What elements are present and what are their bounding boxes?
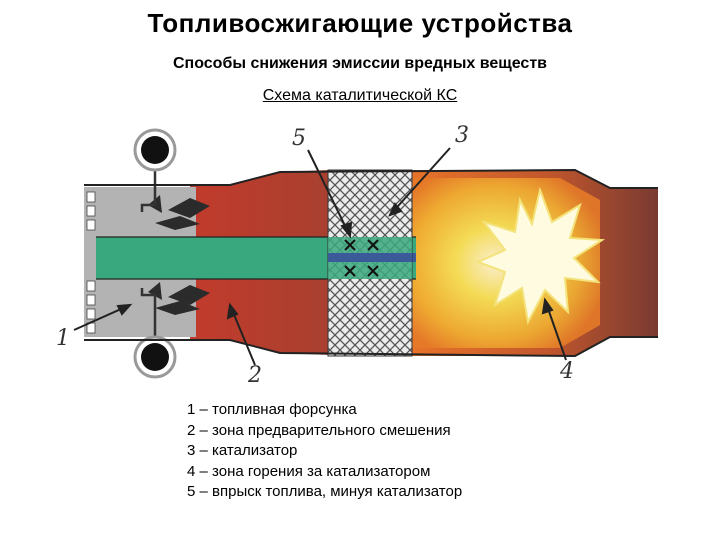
- legend-item-1: 1 – топливная форсунка: [187, 401, 357, 418]
- legend-item-5: 5 – впрыск топлива, минуя катализатор: [187, 483, 463, 500]
- page-subtitle: Способы снижения эмиссии вредных веществ: [173, 55, 547, 72]
- legend-item-2: 2 – зона предварительного смешения: [187, 421, 451, 439]
- callout-4: 4: [559, 359, 574, 384]
- fuel-manifold-top: [133, 128, 177, 172]
- fuel-nozzle-top: [148, 195, 210, 230]
- flame-starburst: [475, 186, 606, 326]
- fuel-nozzle-bottom: [148, 282, 210, 315]
- legend-item-3: 3 – катализатор: [187, 442, 298, 459]
- fuel-injector-stems: [140, 168, 157, 355]
- callout-5: 5: [292, 126, 306, 151]
- callout-lines: [73, 147, 567, 366]
- fuel-manifold-bottom: [133, 335, 177, 379]
- inlet-slots: [86, 191, 96, 334]
- legend: 1 – топливная форсунка 2 – зона предвари…: [187, 400, 462, 503]
- combustor-outline: [84, 168, 658, 358]
- page-title: Топливосжигающие устройства: [147, 8, 573, 38]
- legend-item-4: 4 – зона горения за катализатором: [187, 462, 431, 480]
- callout-1: 1: [56, 326, 70, 351]
- bypass-injector-5: [344, 239, 379, 277]
- callout-3: 3: [455, 123, 469, 148]
- scheme-title: Схема каталитической КС: [262, 87, 458, 104]
- callout-2: 2: [247, 363, 262, 388]
